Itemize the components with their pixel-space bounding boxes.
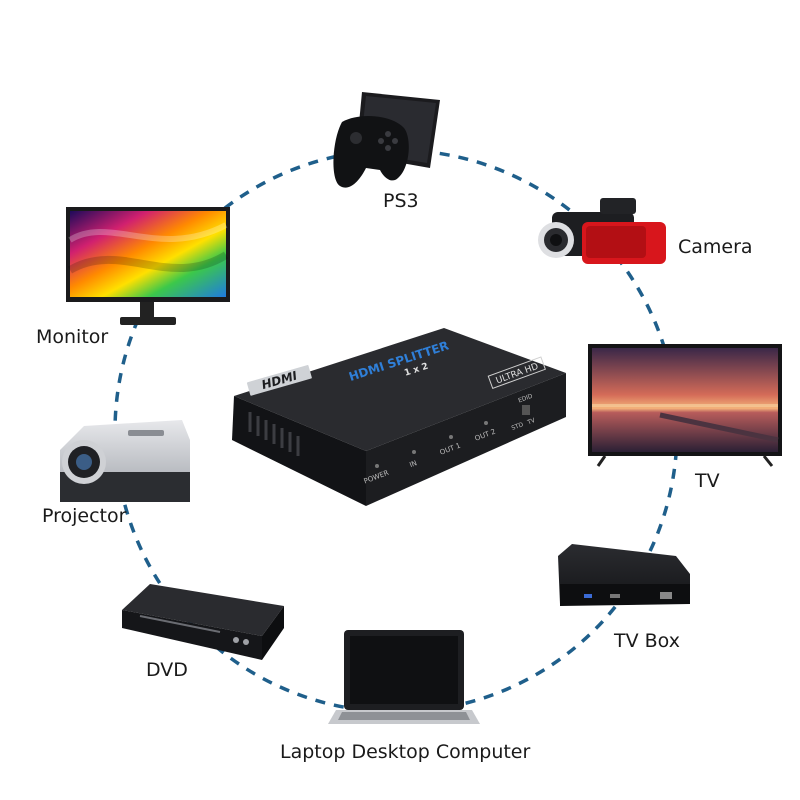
dvd-label: DVD (146, 659, 188, 681)
edid-switch (522, 405, 530, 415)
power-led (375, 464, 379, 468)
out1-port (449, 435, 453, 439)
dvd-player-icon (122, 584, 284, 660)
tv-box-icon (558, 544, 690, 606)
hdmi-splitter: HDMI HDMI SPLITTER 1 x 2 ULTRA HD POWER … (232, 328, 566, 506)
tv-box-label: TV Box (614, 630, 680, 652)
laptop-icon (328, 630, 480, 724)
std-label: STD (511, 421, 525, 432)
monitor-icon (66, 207, 230, 325)
tv-switch-label: TV (526, 417, 538, 427)
projector-label: Projector (42, 505, 127, 527)
tv-label: TV (695, 470, 720, 492)
camera-label: Camera (678, 236, 753, 258)
projector-icon (60, 420, 190, 502)
out2-port (484, 421, 488, 425)
vent-slots (248, 412, 300, 456)
camera-icon (538, 198, 666, 264)
monitor-label: Monitor (36, 326, 109, 348)
ps3-label: PS3 (383, 190, 419, 212)
ps3-icon (333, 92, 440, 188)
edid-label: EDID (517, 393, 534, 405)
in-label: IN (408, 459, 418, 469)
laptop-label: Laptop Desktop Computer (280, 741, 531, 763)
tv-icon (588, 344, 782, 467)
in-port (412, 450, 416, 454)
